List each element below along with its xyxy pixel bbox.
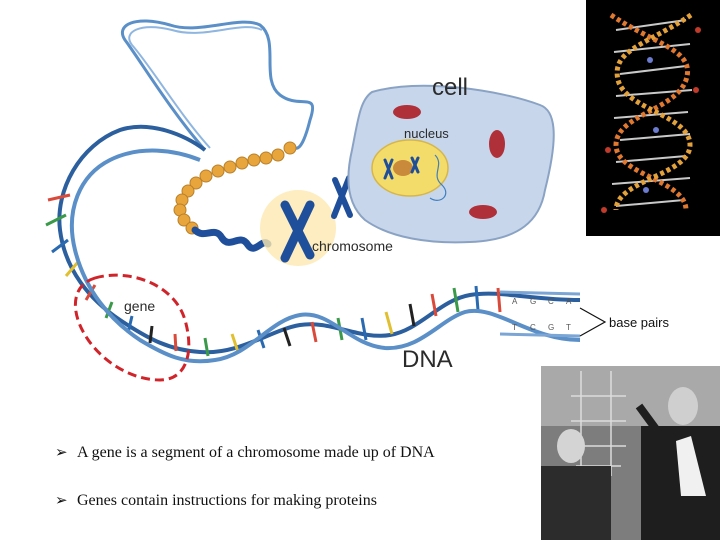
molecular-model-image <box>586 0 720 236</box>
gene-label: gene <box>124 298 155 314</box>
bullet-text: A gene is a segment of a chromosome made… <box>77 442 435 464</box>
dna-strand-loop <box>122 21 312 150</box>
base-pairs-label: base pairs <box>609 315 669 330</box>
dna-strand-bottom <box>500 334 580 336</box>
mitochondrion-icon-3 <box>469 205 497 219</box>
cell-label: cell <box>432 74 468 102</box>
dna-label: DNA <box>402 346 453 374</box>
mitochondrion-icon <box>393 105 421 119</box>
scientists-with-dna-model-photo <box>541 366 720 540</box>
base-top-1: G <box>530 297 536 306</box>
chromatin-coil <box>195 230 268 248</box>
base-bottom-0: T <box>512 323 517 332</box>
base-top-3: A <box>566 297 572 306</box>
dna-strand-top <box>500 292 580 294</box>
nucleus-label: nucleus <box>404 126 449 141</box>
arrow-bullet-icon: ➢ <box>55 442 77 464</box>
base-pairs-bracket <box>580 308 605 336</box>
base-bottom-1: C <box>530 323 536 332</box>
base-bottom-3: T <box>566 323 571 332</box>
bullet-item: ➢ Genes contain instructions for making … <box>55 490 435 538</box>
scientists-photo-image <box>541 366 720 540</box>
base-bottom-2: G <box>548 323 554 332</box>
mitochondrion-icon-2 <box>489 130 505 158</box>
bullet-list: ➢ A gene is a segment of a chromosome ma… <box>55 442 435 538</box>
bullet-item: ➢ A gene is a segment of a chromosome ma… <box>55 442 435 490</box>
dna-strand-loop-2 <box>129 27 262 148</box>
arrow-bullet-icon: ➢ <box>55 490 77 512</box>
chromosome-label: chromosome <box>312 238 393 254</box>
bullet-text: Genes contain instructions for making pr… <box>77 490 377 512</box>
base-top-0: A <box>512 297 518 306</box>
dna-molecular-model-photo <box>586 0 720 236</box>
nucleolus <box>393 160 413 176</box>
base-top-2: C <box>548 297 554 306</box>
